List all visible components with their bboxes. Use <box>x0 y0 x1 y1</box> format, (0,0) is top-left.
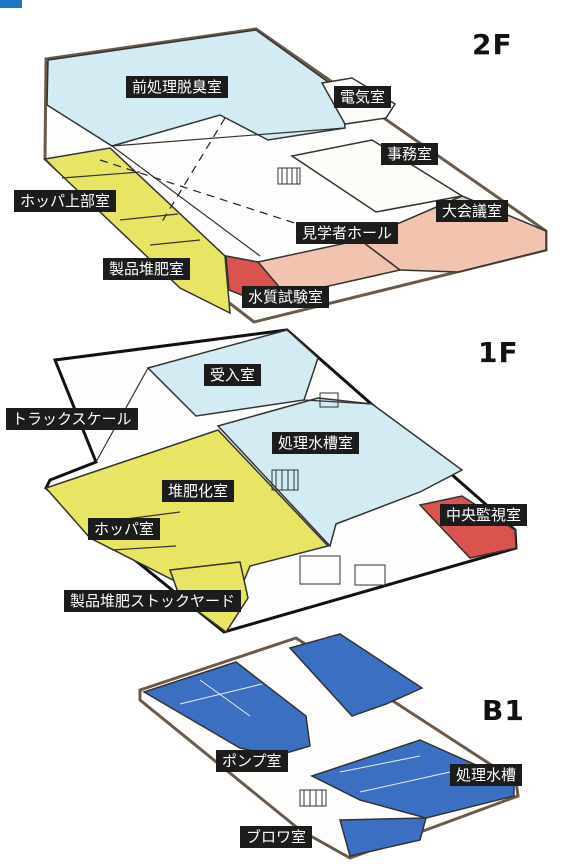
floor-label-2f: 2F <box>472 28 513 61</box>
floor-label-b1: B1 <box>482 694 525 727</box>
label-1f-composting: 堆肥化室 <box>162 480 235 502</box>
room-b1-blower <box>339 817 427 857</box>
floor-1f-plan <box>44 328 518 634</box>
label-2f-water-test: 水質試験室 <box>242 286 330 308</box>
label-2f-visitor-hall: 見学者ホール <box>296 222 399 244</box>
label-b1-pump: ポンプ室 <box>216 750 288 772</box>
label-2f-conference: 大会議室 <box>436 200 509 222</box>
room-b1-pump-tank <box>310 739 515 819</box>
corner-accent-mark <box>0 0 22 8</box>
label-b1-blower: ブロワ室 <box>240 826 313 848</box>
label-1f-receiving: 受入室 <box>204 364 262 386</box>
label-2f-pretreatment-deodor: 前処理脱臭室 <box>126 76 229 98</box>
floor-label-1f: 1F <box>478 336 519 369</box>
floor-2f-plan <box>43 27 548 324</box>
label-1f-central-control: 中央監視室 <box>440 504 528 526</box>
label-1f-hopper: ホッパ室 <box>88 518 161 540</box>
label-1f-product-stockyard: 製品堆肥ストックヤード <box>64 590 242 612</box>
label-2f-electrical: 電気室 <box>334 86 392 108</box>
label-2f-hopper-upper: ホッパ上部室 <box>14 190 117 212</box>
room-b1-upper-left <box>142 661 311 757</box>
label-2f-office: 事務室 <box>381 143 439 165</box>
room-b1-upper-right <box>288 633 424 717</box>
label-1f-treated-water-tank-room: 処理水槽室 <box>272 432 360 454</box>
label-1f-truck-scale: トラックスケール <box>6 408 138 430</box>
label-b1-treated-water-tank: 処理水槽 <box>450 764 523 786</box>
floor-b1-plan <box>138 633 520 860</box>
label-2f-product-compost: 製品堆肥室 <box>103 258 191 280</box>
